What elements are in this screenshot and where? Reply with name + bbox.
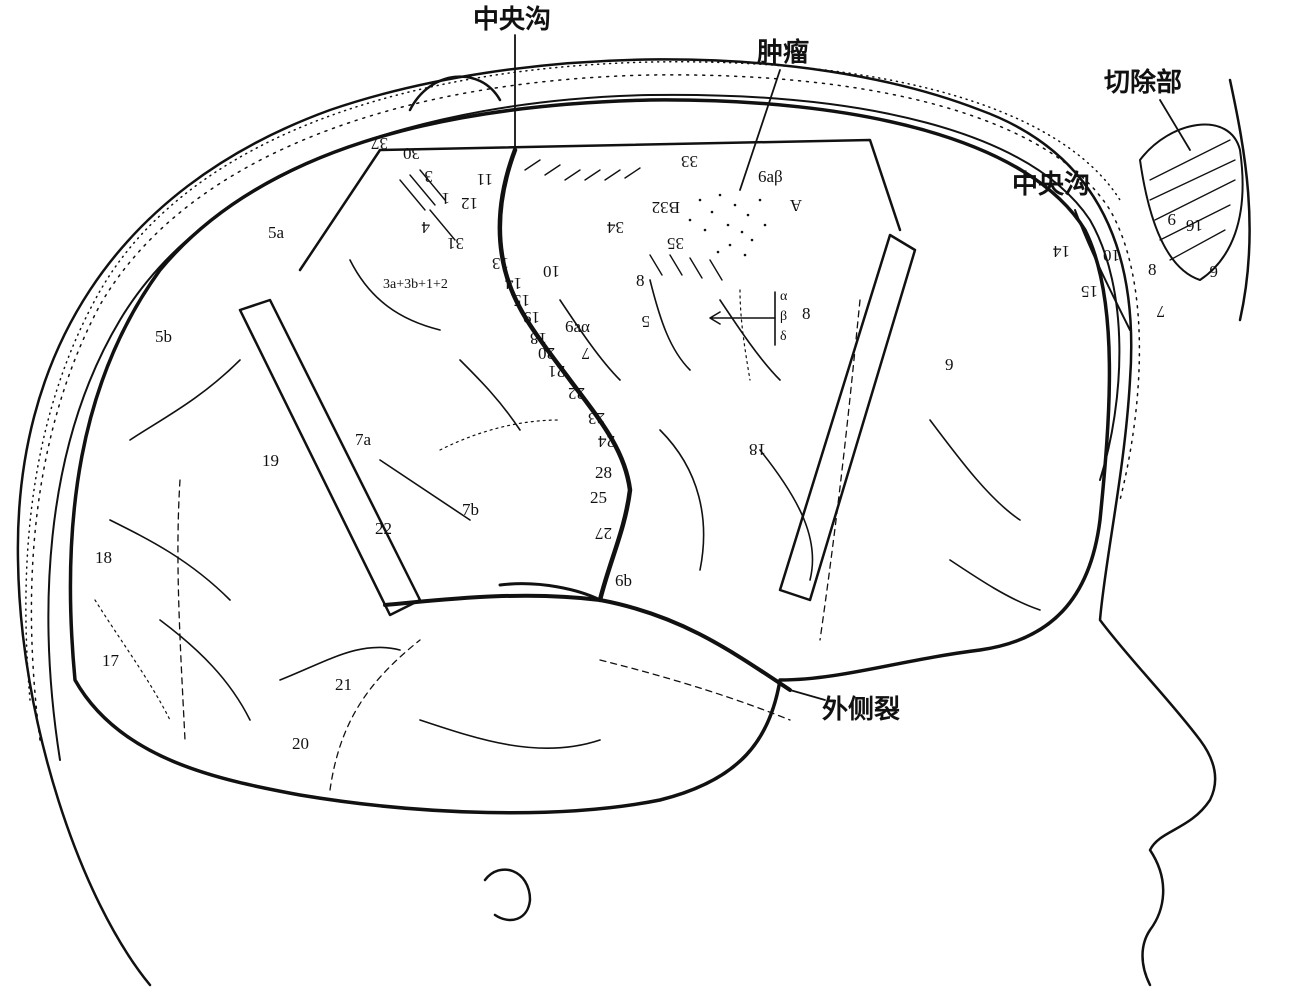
- stimulation-point-layer: 37 30 3 11 1 12 4 31 13 14 10 15 19 18 7…: [371, 134, 767, 543]
- stim-23: 23: [588, 409, 605, 428]
- stim-37: 37: [371, 134, 389, 153]
- stim-33: 33: [681, 152, 698, 171]
- greek-alpha: α: [780, 289, 788, 304]
- stim-22: 22: [568, 384, 585, 403]
- inset-resection-outline: [1139, 123, 1244, 281]
- stim-31: 31: [447, 234, 464, 253]
- area-6a-beta: 6aβ: [758, 167, 783, 186]
- inset-16: 16: [1186, 216, 1203, 235]
- bone-band: [30, 74, 1141, 741]
- top-flap: [408, 75, 502, 112]
- sylvian-branch: [498, 582, 602, 602]
- stim-10: 10: [543, 262, 560, 281]
- stim-28: 28: [595, 463, 612, 482]
- cortex-number-layer: 5a 5b 7a 7b 9 17 18 19 20 21 22 6b 8 5 3…: [95, 167, 954, 753]
- resection-pointer: [1159, 99, 1191, 151]
- central-sulcus-line: [497, 147, 633, 603]
- tumor-label: 肿瘤: [757, 38, 810, 68]
- inset-15: 15: [1081, 282, 1098, 301]
- area-A: A: [789, 196, 802, 215]
- lateral-fissure-pointer: [789, 689, 826, 701]
- greek-beta: β: [780, 309, 787, 324]
- stim-7: 7: [581, 344, 590, 363]
- tumor-stipple: [688, 193, 767, 257]
- inset-central-sulcus-label: 中央沟: [1012, 170, 1091, 200]
- stim-25: 25: [590, 488, 607, 507]
- stim-15: 15: [513, 291, 530, 310]
- area-19: 19: [262, 451, 279, 470]
- hatch-marks: [399, 159, 723, 281]
- stim-20: 20: [538, 344, 555, 363]
- inset-central-sulcus: [1074, 209, 1131, 331]
- inset-number-layer: 9 16 14 10 8 6 15 7: [1053, 210, 1219, 321]
- resection-area-label: 切除部: [1104, 68, 1183, 98]
- area-17: 17: [102, 651, 120, 670]
- stim-3: 3: [425, 167, 434, 186]
- area-22: 22: [375, 519, 392, 538]
- stim-21: 21: [548, 362, 565, 381]
- area-boundary-dotted: [94, 289, 751, 721]
- stim-18b: 18: [749, 440, 766, 459]
- stim-b32: B32: [652, 198, 680, 217]
- inset-9: 9: [1168, 210, 1177, 229]
- area-20: 20: [292, 734, 309, 753]
- area-6b: 6b: [615, 571, 632, 590]
- stim-1: 1: [442, 189, 451, 208]
- central-sulcus-label: 中央沟: [473, 5, 552, 35]
- lateral-fissure-label: 外侧裂: [822, 695, 901, 725]
- area-3a-3b-1-2: 3a+3b+1+2: [383, 277, 448, 292]
- stim-12: 12: [461, 194, 478, 213]
- area-5: 5: [642, 312, 651, 331]
- stim-35: 35: [667, 234, 684, 253]
- area-18: 18: [95, 548, 112, 567]
- inset-skull-edge: [1228, 78, 1251, 322]
- inset-6: 6: [1210, 262, 1219, 281]
- greek-delta: δ: [780, 329, 787, 344]
- area-7b: 7b: [462, 500, 479, 519]
- inset-14: 14: [1053, 242, 1071, 261]
- gyrus-line: [109, 359, 1041, 750]
- right-flap: [778, 233, 917, 602]
- area-21: 21: [335, 675, 352, 694]
- stim-13: 13: [492, 254, 509, 273]
- inset-8: 8: [1148, 260, 1157, 279]
- area-boundary: [177, 299, 861, 791]
- area-9: 9: [945, 355, 954, 374]
- stim-19: 19: [523, 308, 540, 327]
- lateral-fissure-line: [383, 593, 792, 692]
- inset-10: 10: [1103, 246, 1120, 265]
- skull-outline: [16, 58, 1217, 987]
- inset-7: 7: [1156, 302, 1165, 321]
- area-8: 8: [802, 304, 811, 323]
- stim-30: 30: [403, 144, 420, 163]
- stim-34: 34: [607, 218, 625, 237]
- arrow-shaft: [709, 311, 776, 325]
- bone-band-2: [25, 61, 1121, 701]
- tumor-pointer: [739, 69, 781, 191]
- area-7a: 7a: [355, 430, 372, 449]
- stim-24: 24: [598, 432, 616, 451]
- stim-11: 11: [477, 170, 493, 189]
- ear: [483, 868, 532, 922]
- area-5b: 5b: [155, 327, 172, 346]
- stim-4: 4: [421, 218, 430, 237]
- inset-hatch: [1149, 139, 1236, 261]
- area-6a-alpha: 6aα: [565, 317, 590, 336]
- area-5a: 5a: [268, 223, 285, 242]
- skull-inner-outline: [47, 93, 1121, 761]
- stim-27: 27: [595, 524, 613, 543]
- flap-edge-top: [298, 138, 902, 272]
- stim-14: 14: [505, 274, 523, 293]
- stim-8: 8: [636, 271, 645, 290]
- brain-outline: [68, 98, 1112, 815]
- left-flap: [238, 298, 422, 617]
- gyrus-line-2: [349, 259, 781, 521]
- stim-18: 18: [530, 329, 547, 348]
